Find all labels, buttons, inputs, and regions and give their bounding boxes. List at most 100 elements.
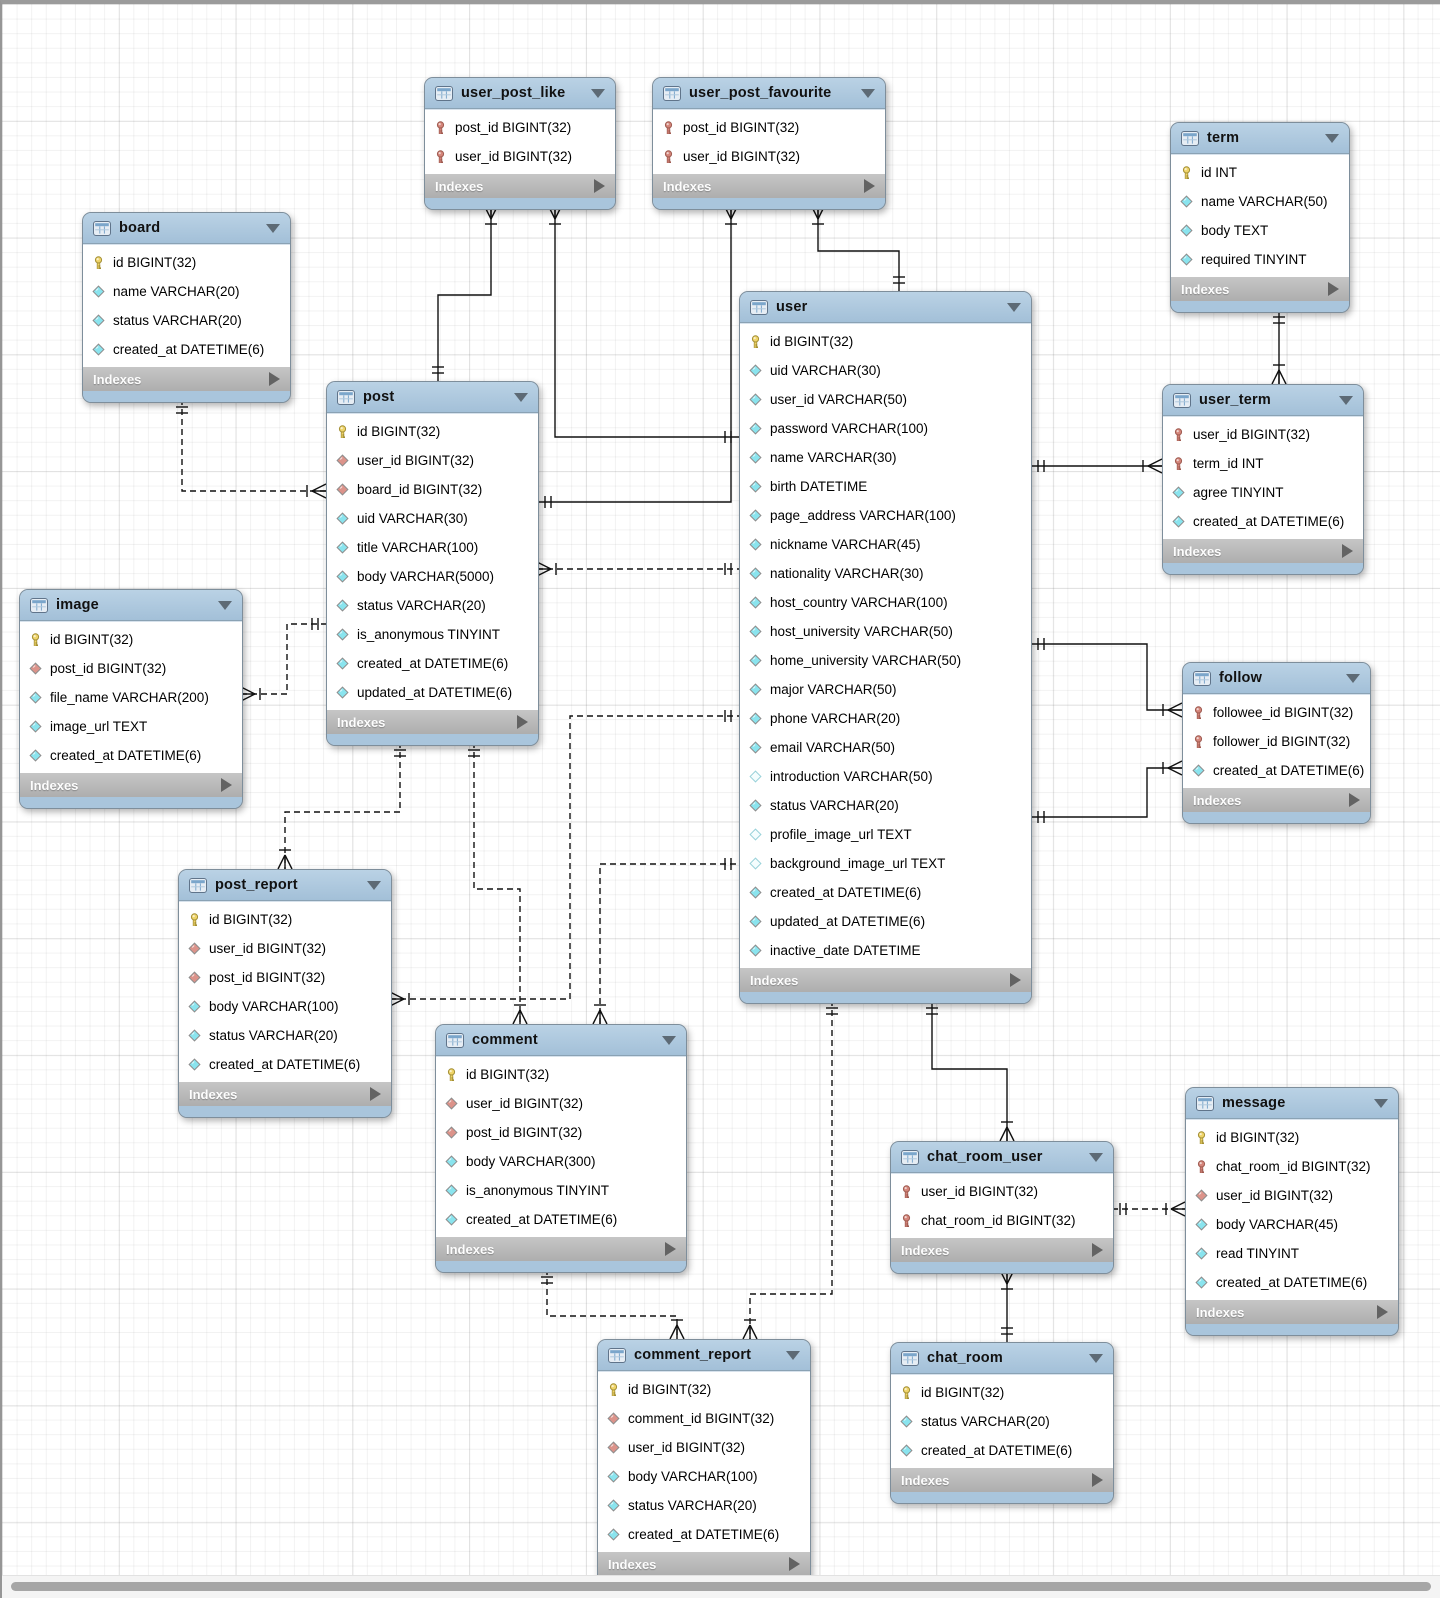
expand-arrow-icon[interactable] [864, 179, 875, 193]
column-list: id BIGINT(32)uid VARCHAR(30)user_id VARC… [740, 323, 1031, 968]
relationship-line [1030, 643, 1182, 711]
horizontal-scrollbar[interactable] [2, 1575, 1440, 1598]
collapse-arrow-icon[interactable] [861, 88, 875, 98]
expand-arrow-icon[interactable] [789, 1557, 800, 1571]
expand-arrow-icon[interactable] [370, 1087, 381, 1101]
indexes-footer[interactable]: Indexes [425, 174, 615, 198]
table-bottom-strip [1186, 1324, 1398, 1335]
expand-arrow-icon[interactable] [517, 715, 528, 729]
table-icon [30, 597, 48, 613]
table-header[interactable]: user [740, 292, 1031, 323]
indexes-footer[interactable]: Indexes [83, 367, 290, 391]
table-header[interactable]: chat_room_user [891, 1142, 1113, 1173]
column-row: read TINYINT [1186, 1239, 1398, 1268]
table-header[interactable]: post_report [179, 870, 391, 901]
table-header[interactable]: message [1186, 1088, 1398, 1119]
indexes-label: Indexes [30, 777, 79, 793]
indexes-footer[interactable]: Indexes [20, 773, 242, 797]
table-header[interactable]: user_post_favourite [653, 78, 885, 109]
indexes-footer[interactable]: Indexes [598, 1552, 810, 1576]
column-row: body VARCHAR(100) [598, 1462, 810, 1491]
column-icon [1195, 1276, 1208, 1289]
collapse-arrow-icon[interactable] [786, 1350, 800, 1360]
expand-arrow-icon[interactable] [665, 1242, 676, 1256]
indexes-footer[interactable]: Indexes [1183, 788, 1370, 812]
table-header[interactable]: chat_room [891, 1343, 1113, 1374]
collapse-arrow-icon[interactable] [367, 880, 381, 890]
collapse-arrow-icon[interactable] [591, 88, 605, 98]
expand-arrow-icon[interactable] [1342, 544, 1353, 558]
indexes-footer[interactable]: Indexes [891, 1238, 1113, 1262]
expand-arrow-icon[interactable] [594, 179, 605, 193]
indexes-footer[interactable]: Indexes [653, 174, 885, 198]
table-bottom-strip [1163, 563, 1363, 574]
column-row: user_id BIGINT(32) [653, 142, 885, 171]
table-header[interactable]: follow [1183, 663, 1370, 694]
collapse-arrow-icon[interactable] [514, 392, 528, 402]
table-bottom-strip [20, 797, 242, 808]
primary-foreign-key-icon [900, 1184, 913, 1199]
column-icon [336, 570, 349, 583]
indexes-footer[interactable]: Indexes [1171, 277, 1349, 301]
indexes-footer[interactable]: Indexes [740, 968, 1031, 992]
collapse-arrow-icon[interactable] [1346, 673, 1360, 683]
collapse-arrow-icon[interactable] [1374, 1098, 1388, 1108]
column-label: nationality VARCHAR(30) [770, 566, 924, 581]
table-header[interactable]: post [327, 382, 538, 413]
expand-arrow-icon[interactable] [1377, 1305, 1388, 1319]
table-header[interactable]: board [83, 213, 290, 244]
horizontal-scrollbar-thumb[interactable] [11, 1582, 1431, 1591]
indexes-footer[interactable]: Indexes [179, 1082, 391, 1106]
expand-arrow-icon[interactable] [221, 778, 232, 792]
column-row: name VARCHAR(50) [1171, 187, 1349, 216]
collapse-arrow-icon[interactable] [1089, 1353, 1103, 1363]
indexes-label: Indexes [750, 972, 799, 988]
expand-arrow-icon[interactable] [1092, 1243, 1103, 1257]
expand-arrow-icon[interactable] [1010, 973, 1021, 987]
collapse-arrow-icon[interactable] [662, 1035, 676, 1045]
table-header[interactable]: comment_report [598, 1340, 810, 1371]
collapse-arrow-icon[interactable] [1007, 302, 1021, 312]
expand-arrow-icon[interactable] [1092, 1473, 1103, 1487]
indexes-footer[interactable]: Indexes [1163, 539, 1363, 563]
collapse-arrow-icon[interactable] [1325, 133, 1339, 143]
collapse-arrow-icon[interactable] [1339, 395, 1353, 405]
primary-key-icon [607, 1382, 620, 1397]
collapse-arrow-icon[interactable] [266, 223, 280, 233]
column-label: body VARCHAR(100) [209, 999, 339, 1014]
table-header[interactable]: comment [436, 1025, 686, 1056]
column-label: updated_at DATETIME(6) [770, 914, 926, 929]
table-header[interactable]: user_term [1163, 385, 1363, 416]
column-row: created_at DATETIME(6) [179, 1050, 391, 1079]
indexes-footer[interactable]: Indexes [436, 1237, 686, 1261]
expand-arrow-icon[interactable] [269, 372, 280, 386]
column-list: post_id BIGINT(32)user_id BIGINT(32) [653, 109, 885, 174]
table-header[interactable]: image [20, 590, 242, 621]
expand-arrow-icon[interactable] [1328, 282, 1339, 296]
table-header[interactable]: user_post_like [425, 78, 615, 109]
expand-arrow-icon[interactable] [1349, 793, 1360, 807]
indexes-footer[interactable]: Indexes [891, 1468, 1113, 1492]
collapse-arrow-icon[interactable] [1089, 1152, 1103, 1162]
indexes-footer[interactable]: Indexes [1186, 1300, 1398, 1324]
collapse-arrow-icon[interactable] [218, 600, 232, 610]
table-header[interactable]: term [1171, 123, 1349, 154]
indexes-footer[interactable]: Indexes [327, 710, 538, 734]
